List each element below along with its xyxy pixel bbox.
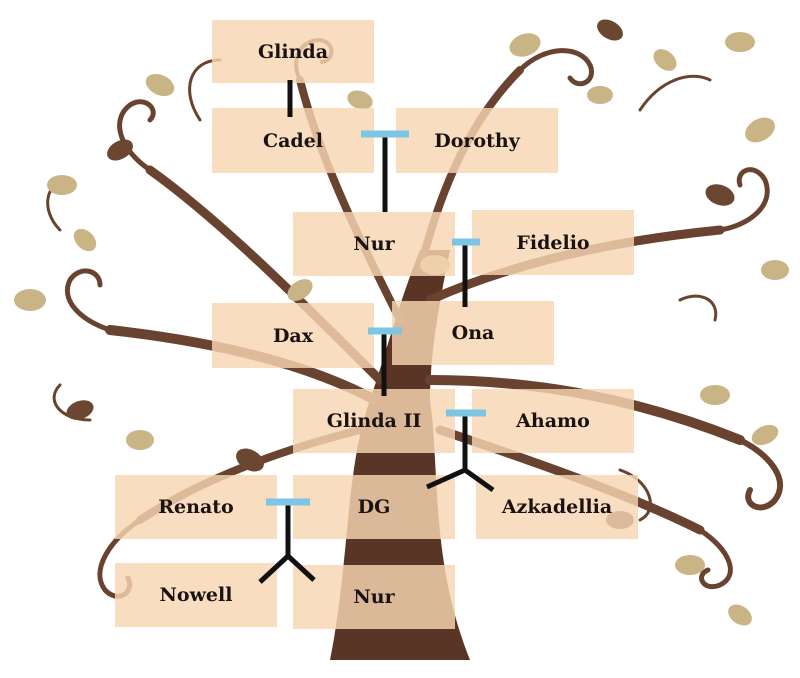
person-glinda: Glinda <box>212 20 374 83</box>
person-azkadellia: Azkadellia <box>476 475 638 539</box>
person-nur-bottom: Nur <box>293 565 455 629</box>
person-dorothy: Dorothy <box>396 108 558 173</box>
leaf-cluster <box>14 19 789 626</box>
person-cadel: Cadel <box>212 108 374 173</box>
person-ahamo: Ahamo <box>472 389 634 453</box>
person-dg: DG <box>293 475 455 539</box>
person-glinda-ii: Glinda II <box>293 389 455 453</box>
person-nowell: Nowell <box>115 563 277 627</box>
person-nur-top: Nur <box>293 212 455 276</box>
tree-trunk <box>330 250 470 660</box>
person-renato: Renato <box>115 475 277 539</box>
person-dax: Dax <box>212 303 374 368</box>
person-ona: Ona <box>392 301 554 365</box>
person-fidelio: Fidelio <box>472 210 634 275</box>
